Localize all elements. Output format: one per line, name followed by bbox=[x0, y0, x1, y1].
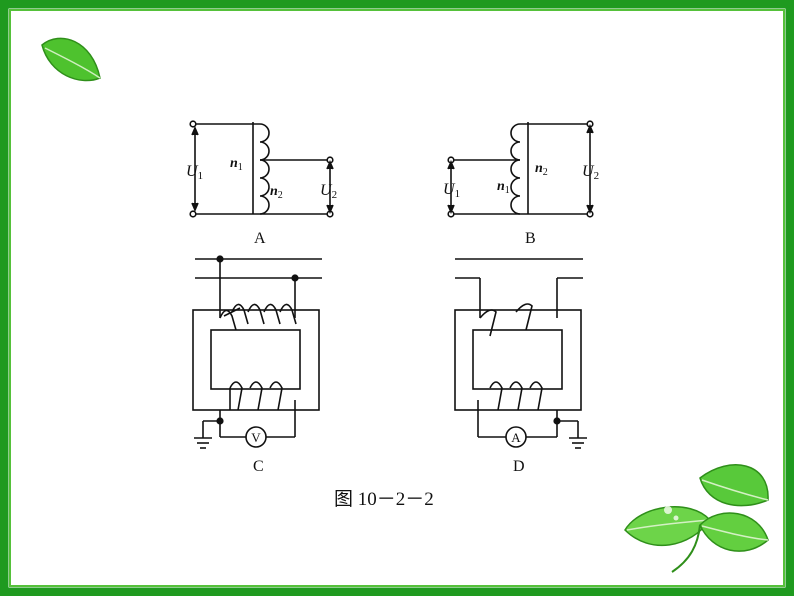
panel-b-n2-label: n2 bbox=[535, 161, 548, 178]
panel-a-label: A bbox=[254, 230, 266, 247]
panel-a-u1-label: U1 bbox=[186, 163, 203, 182]
panel-b-u1-label: U1 bbox=[443, 181, 460, 200]
panel-b-u2-label: U2 bbox=[582, 163, 599, 182]
leaves-icon-bottom-right bbox=[624, 464, 769, 573]
panel-d-label: D bbox=[513, 458, 525, 475]
panel-c-circuit bbox=[192, 255, 322, 449]
panel-c-label: C bbox=[253, 458, 264, 475]
panel-a-circuit bbox=[189, 120, 334, 218]
leaf-icon-top-left bbox=[41, 37, 101, 82]
panel-b-circuit bbox=[447, 120, 594, 218]
ammeter-icon: A bbox=[511, 430, 521, 445]
panel-b-label: B bbox=[525, 230, 536, 247]
panel-d-circuit bbox=[454, 258, 587, 449]
panel-b-n1-label: n1 bbox=[497, 179, 510, 196]
figure-caption: 图 10－2－2 bbox=[334, 489, 434, 510]
voltmeter-icon: V bbox=[251, 430, 261, 445]
panel-a-n2-label: n2 bbox=[270, 184, 283, 201]
panel-a-u2-label: U2 bbox=[320, 182, 337, 201]
panel-a-n1-label: n1 bbox=[230, 156, 243, 173]
